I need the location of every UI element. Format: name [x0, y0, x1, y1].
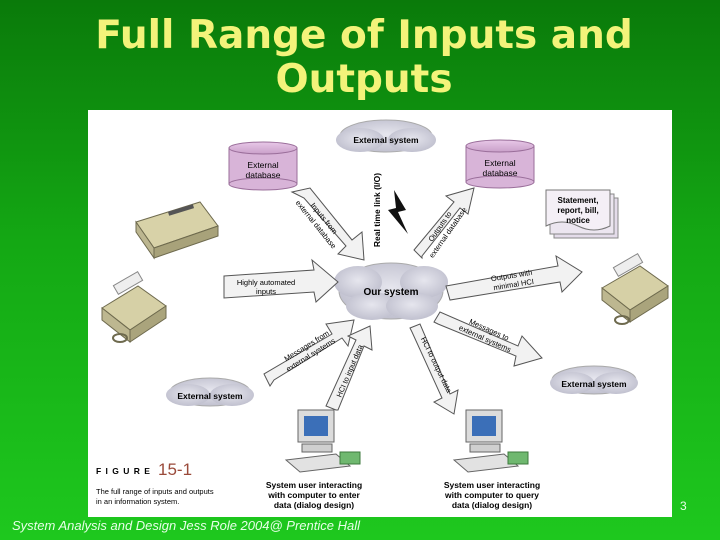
arrow-hci-output: HCI to output data — [409, 323, 459, 415]
user-enter-line1: System user interacting — [266, 480, 362, 490]
slide-footer: System Analysis and Design Jess Role 200… — [12, 518, 360, 533]
io-diagram: External system External database Extern… — [96, 119, 669, 510]
arrow-inputs-from-db: Inputs from external database — [290, 187, 365, 261]
document-stack: Statement, report, bill, notice — [545, 189, 619, 239]
real-time-link: Real time link (I/O) — [372, 173, 408, 247]
arrow-outputs-to-db: Outputs to external database — [413, 187, 475, 260]
hci-input-label: HCI to input data — [335, 343, 366, 399]
user-query-line1: System user interacting — [444, 480, 540, 490]
figure-caption: F I G U R E 15-1 The full range of input… — [96, 460, 214, 506]
realtime-label: Real time link (I/O) — [372, 173, 382, 247]
automated-line1: Highly automated — [237, 278, 295, 287]
caption-line2: in an information system. — [96, 497, 179, 506]
our-system-cloud: Our system — [334, 262, 448, 320]
arrow-automated-inputs: Highly automated inputs — [223, 258, 339, 303]
automated-line2: inputs — [256, 287, 276, 296]
external-system-right-label: External system — [561, 379, 627, 389]
figure-label: F I G U R E — [96, 466, 151, 476]
computer-left — [284, 409, 361, 473]
title-line-2: Outputs — [275, 57, 453, 102]
external-system-right: External system — [550, 365, 638, 395]
modem-device — [135, 201, 219, 260]
slide-title: Full Range of Inputs and Outputs — [0, 14, 720, 102]
external-system-top-label: External system — [353, 135, 419, 145]
user-query-line2: with computer to query — [444, 490, 539, 500]
external-database-left: External database — [228, 141, 298, 191]
arrow-messages-to: Messages to external systems — [433, 311, 543, 367]
external-system-left: External system — [166, 377, 254, 407]
user-enter-line2: with computer to enter — [267, 490, 360, 500]
figure-panel: External system External database Extern… — [88, 110, 672, 517]
page-number: 3 — [680, 499, 687, 513]
caption-line1: The full range of inputs and outputs — [96, 487, 214, 496]
ext-db-left-line2: database — [246, 170, 281, 180]
computer-right — [452, 409, 529, 473]
ext-db-right-line1: External — [484, 158, 515, 168]
fax-machine-left — [101, 270, 167, 344]
figure-number: 15-1 — [158, 460, 192, 479]
user-query-line3: data (dialog design) — [452, 500, 532, 510]
doc-line3: notice — [566, 216, 590, 225]
ext-db-right-line2: database — [483, 168, 518, 178]
arrow-outputs-hci: Outputs with minimal HCI — [445, 254, 583, 301]
external-system-left-label: External system — [177, 391, 243, 401]
our-system-label: Our system — [363, 287, 418, 298]
ext-db-left-line1: External — [247, 160, 278, 170]
doc-line1: Statement, — [558, 196, 599, 205]
doc-line2: report, bill, — [557, 206, 598, 215]
fax-machine-right — [601, 252, 669, 325]
user-enter-line3: data (dialog design) — [274, 500, 354, 510]
title-line-1: Full Range of Inputs and — [95, 13, 633, 58]
external-database-right: External database — [465, 139, 535, 189]
external-system-top: External system — [336, 119, 436, 153]
